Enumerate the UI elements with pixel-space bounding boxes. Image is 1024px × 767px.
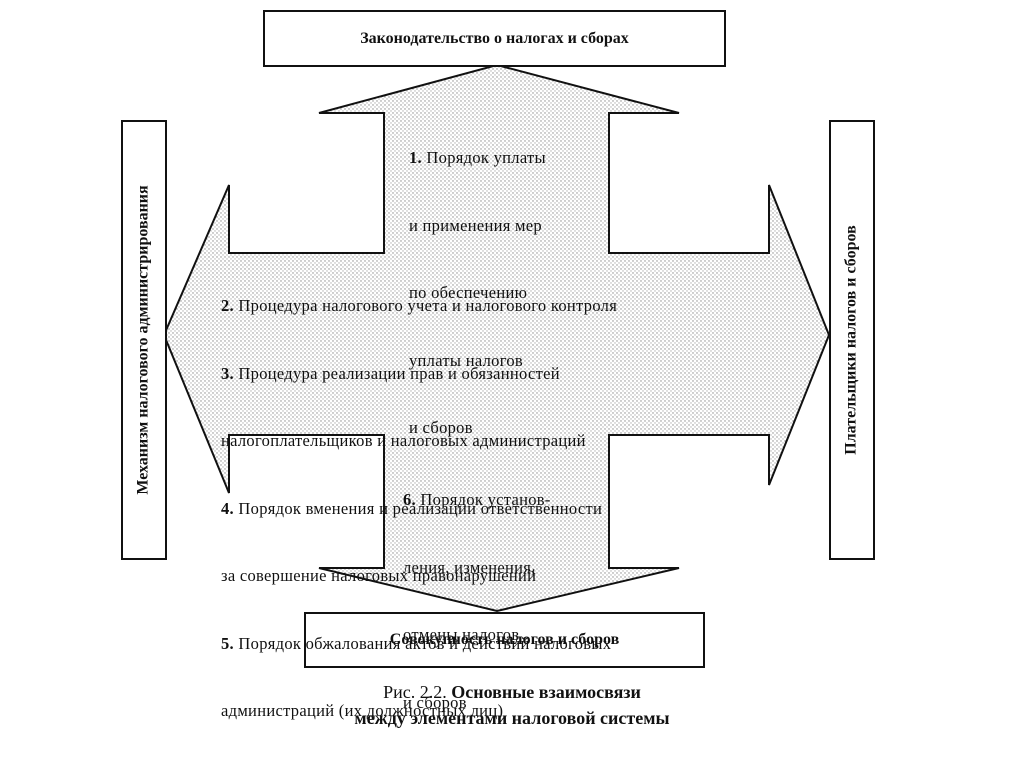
taxes-set-label: Совокупность налогов и сборов [389, 631, 620, 648]
middle-list-line: администраций (их должностных лиц) [221, 700, 617, 723]
item-text: администраций (их должностных лиц) [221, 701, 504, 720]
taxpayers-label: Плательщики налогов и сборов [843, 225, 860, 455]
four-way-arrow-shape [162, 63, 831, 613]
top-arrow-text: 1. Порядок уплаты и применения мер по об… [409, 102, 546, 462]
middle-list-line: налогоплательщиков и налоговых администр… [221, 430, 617, 453]
middle-list-line: 4. Порядок вменения и реализации ответст… [221, 498, 617, 521]
taxes-set-box: Совокупность налогов и сборов [304, 612, 705, 668]
bottom-arrow-text: 6. Порядок установ- ления, изменения, от… [403, 444, 551, 737]
bottom-list-first-line: Порядок установ- [420, 490, 551, 509]
top-list-line: и сборов [409, 418, 473, 437]
top-list-line: и применения мер [409, 215, 542, 235]
caption-line-1: Рис. 2.2. Основные взаимосвязи [0, 679, 1024, 705]
middle-arrow-text: 2. Процедура налогового учета и налогово… [221, 250, 617, 745]
top-list-line: по обеспечению [409, 283, 528, 302]
legislation-label: Законодательство о налогах и сборах [360, 29, 629, 47]
caption-prefix: Рис. 2.2. [383, 682, 447, 702]
middle-list-line: 3. Процедура реализации прав и обязаннос… [221, 363, 617, 386]
item-text: за совершение налоговых правонарушений [221, 566, 537, 585]
bottom-list-line: ления, изменения, [403, 557, 536, 577]
taxpayers-box: Плательщики налогов и сборов [829, 120, 875, 560]
caption-title-line-1: Основные взаимосвязи [451, 682, 641, 702]
item-number: 3. [221, 363, 234, 383]
item-text: Процедура реализации прав и обязанностей [238, 363, 560, 383]
item-number: 2. [221, 296, 234, 315]
caption-title-line-2: между элементами налоговой системы [354, 708, 670, 728]
administration-mechanism-label: Механизм налогового администрирования [135, 185, 153, 495]
middle-list-line: 2. Процедура налогового учета и налогово… [221, 295, 617, 318]
middle-list-line: 5. Порядок обжалования актов и действий … [221, 633, 617, 656]
item-number: 1. [409, 148, 422, 167]
item-number: 5. [221, 633, 234, 653]
item-text: Процедура налогового учета и налогового … [238, 296, 618, 315]
top-list-line: уплаты налогов [409, 350, 524, 370]
bottom-list-line: отмены налогов [403, 625, 520, 644]
administration-mechanism-box: Механизм налогового администрирования [121, 120, 167, 560]
bottom-list-line: и сборов [403, 692, 467, 712]
top-list-line: 1. Порядок уплаты [409, 147, 546, 170]
item-text: налогоплательщиков и налоговых администр… [221, 431, 586, 450]
item-number: 6. [403, 490, 416, 509]
middle-list-line: за совершение налоговых правонарушений [221, 565, 617, 588]
top-list-first-line: Порядок уплаты [426, 148, 546, 167]
item-text: Порядок обжалования актов и действий нал… [238, 633, 612, 653]
figure-caption: Рис. 2.2. Основные взаимосвязи между эле… [0, 679, 1024, 731]
bottom-list-line: 6. Порядок установ- [403, 489, 551, 512]
item-number: 4. [221, 498, 234, 518]
item-text: Порядок вменения и реализации ответствен… [238, 498, 603, 518]
legislation-box: Законодательство о налогах и сборах [263, 10, 726, 67]
